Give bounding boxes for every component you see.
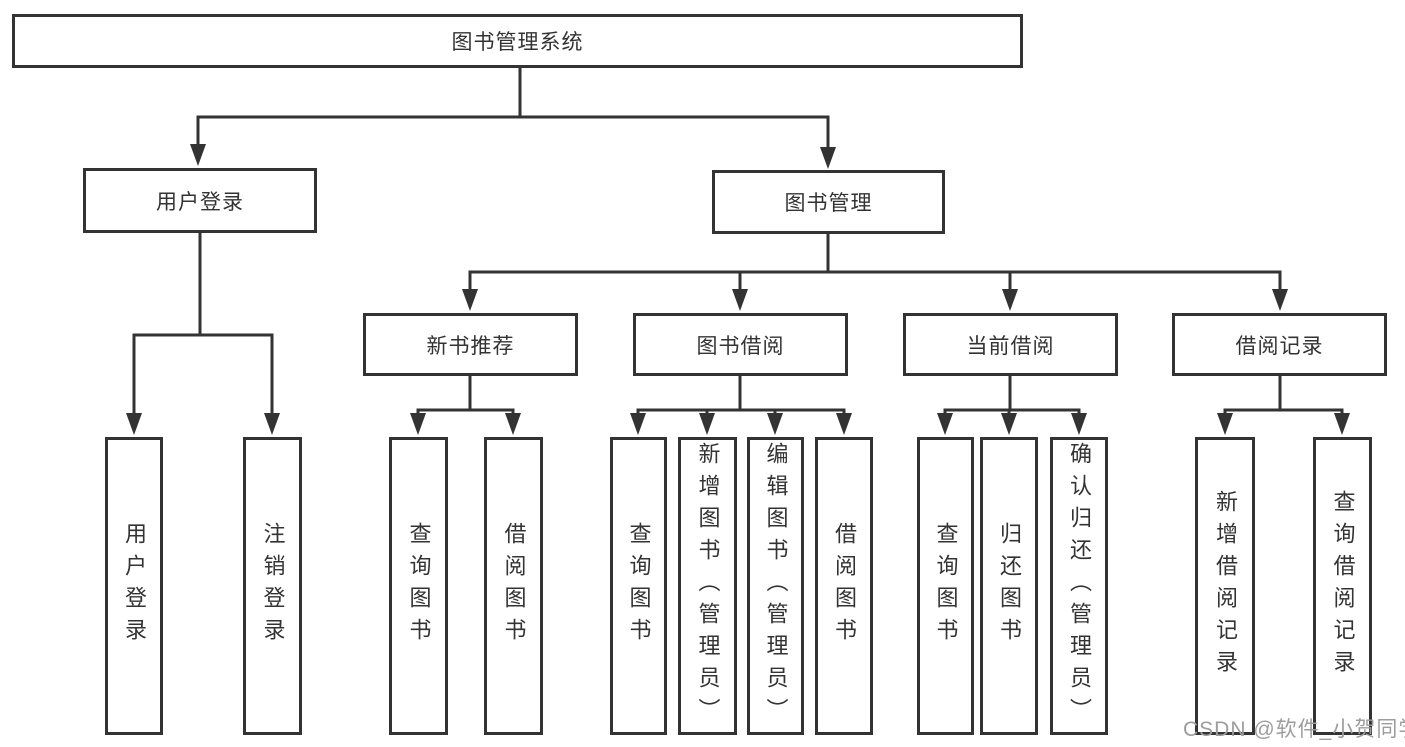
- node-borrow-records-label: 借阅记录: [1235, 334, 1324, 358]
- leaf-borrow-edit-books-admin: 编辑图书（管理员）: [747, 437, 804, 735]
- leaf-borrow-query-books-label: 查询图书: [626, 522, 652, 650]
- node-borrow-records: 借阅记录: [1172, 313, 1387, 376]
- leaf-current-return-books-label: 归还图书: [997, 522, 1022, 650]
- leaf-records-query-record-label: 查询借阅记录: [1330, 490, 1356, 682]
- leaf-newbook-query-books: 查询图书: [389, 437, 448, 735]
- node-book-management-label: 图书管理: [784, 192, 873, 215]
- leaf-current-confirm-return-admin: 确认归还（管理员）: [1050, 437, 1108, 735]
- leaf-newbook-query-books-label: 查询图书: [406, 522, 432, 650]
- leaf-current-query-books-label: 查询图书: [933, 522, 959, 650]
- node-new-book-recommend-label: 新书推荐: [426, 334, 515, 358]
- leaf-borrow-borrow-books-label: 借阅图书: [832, 522, 857, 650]
- node-root-label: 图书管理系统: [451, 31, 584, 54]
- leaf-borrow-borrow-books: 借阅图书: [815, 437, 873, 735]
- node-current-borrow-label: 当前借阅: [966, 334, 1055, 358]
- leaf-user-login-label: 用户登录: [122, 522, 147, 650]
- leaf-records-add-record: 新增借阅记录: [1195, 437, 1255, 735]
- node-book-management: 图书管理: [712, 170, 945, 234]
- leaf-current-query-books: 查询图书: [917, 437, 974, 735]
- leaf-newbook-borrow-books-label: 借阅图书: [501, 522, 527, 650]
- node-book-borrow-label: 图书借阅: [696, 334, 785, 358]
- node-book-borrow: 图书借阅: [633, 313, 848, 376]
- node-new-book-recommend: 新书推荐: [363, 313, 578, 376]
- csdn-watermark: CSDN @软件_小贺同学: [1183, 718, 1405, 741]
- leaf-current-confirm-return-admin-label: 确认归还（管理员）: [1067, 442, 1092, 730]
- leaf-logout: 注销登录: [243, 437, 302, 735]
- leaf-user-login: 用户登录: [105, 437, 163, 735]
- leaf-borrow-edit-books-admin-label: 编辑图书（管理员）: [763, 442, 789, 730]
- leaf-logout-label: 注销登录: [260, 522, 286, 650]
- leaf-borrow-add-books-admin-label: 新增图书（管理员）: [695, 442, 721, 730]
- node-user-login: 用户登录: [83, 168, 317, 233]
- node-user-login-label: 用户登录: [156, 190, 244, 214]
- node-current-borrow: 当前借阅: [903, 313, 1118, 376]
- leaf-current-return-books: 归还图书: [980, 437, 1038, 735]
- node-root: 图书管理系统: [12, 14, 1023, 68]
- leaf-records-query-record: 查询借阅记录: [1313, 437, 1372, 735]
- leaf-borrow-add-books-admin: 新增图书（管理员）: [678, 437, 737, 735]
- arrowheads: [126, 144, 1350, 435]
- leaf-records-add-record-label: 新增借阅记录: [1213, 490, 1238, 682]
- leaf-newbook-borrow-books: 借阅图书: [484, 437, 543, 735]
- leaf-borrow-query-books: 查询图书: [610, 437, 667, 735]
